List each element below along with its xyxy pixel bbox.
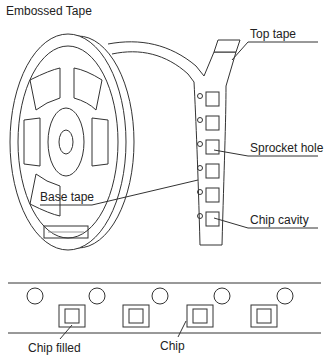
part-label: Chip [160,339,185,353]
chip [129,309,143,323]
part-label: Sprocket hole [250,141,323,155]
sprocket-hole [198,166,203,171]
chip-cavity [206,164,219,178]
sprocket-hole [198,142,203,147]
sprocket-hole [214,288,230,304]
part-label: Chip filled [28,341,81,355]
base-tape [194,82,200,245]
chip-cavity [206,188,219,202]
sprocket-hole [152,288,168,304]
reel-label [44,226,88,238]
part-label: Chip cavity [250,213,309,227]
reel-hub [48,108,84,176]
chip [65,309,79,323]
chip-cavity [59,305,85,327]
chip-cavity [206,116,219,130]
figure-title: Embossed Tape [6,4,92,18]
chip-cavity [206,92,219,106]
reel-flange [10,34,126,250]
sprocket-hole [277,288,293,304]
part-label: Base tape [40,190,94,204]
part-label: Top tape [250,27,296,41]
leader-lines [40,42,318,339]
chip [193,309,207,323]
chip-cavity [206,140,219,154]
sprocket-hole [27,288,43,304]
tape-edge [108,42,204,76]
chip-cavity [187,305,213,327]
chip-cavity [251,305,277,327]
sprocket-hole [198,214,203,219]
top-tape [204,52,236,86]
sprocket-hole [89,288,105,304]
sprocket-hole [198,190,203,195]
tape-plan [8,283,321,333]
chip-cavity [123,305,149,327]
sprocket-hole [198,94,203,99]
sprocket-hole [198,118,203,123]
chip [257,309,271,323]
